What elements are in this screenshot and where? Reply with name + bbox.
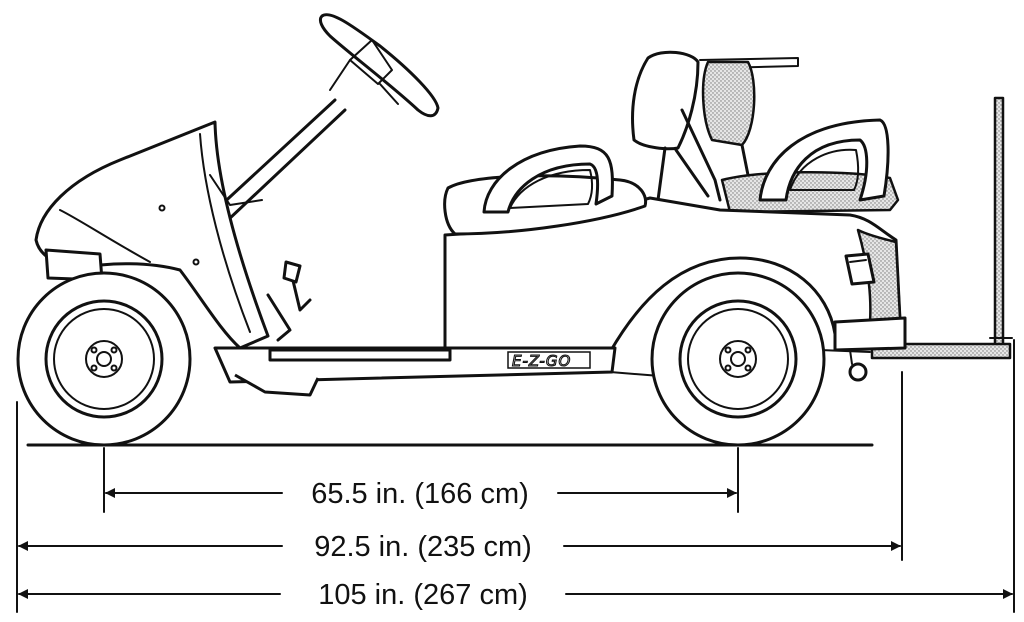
ezgo-logo-text: E-Z-GO: [512, 352, 571, 370]
dimension-label-overall-length: 92.5 in. (235 cm): [314, 531, 532, 563]
front-seat-cushion: [443, 144, 648, 236]
dimension-overall-length: 92.5 in. (235 cm): [18, 531, 901, 563]
dimension-wheelbase: 65.5 in. (166 cm): [105, 478, 737, 510]
dimension-lines: 65.5 in. (166 cm) 92.5 in. (235 cm) 105 …: [16, 339, 1015, 613]
front-seat-backrest: [631, 50, 722, 202]
cart-body: E-Z-GO: [213, 196, 907, 397]
dimension-label-wheelbase: 65.5 in. (166 cm): [311, 478, 529, 510]
dimension-label-length-with-rack: 105 in. (267 cm): [318, 579, 528, 611]
ezgo-logo: E-Z-GO: [507, 351, 591, 371]
rear-wheel: [650, 271, 826, 447]
front-cowl: [34, 120, 270, 350]
front-wheel: [16, 271, 192, 447]
dimension-length-with-rack: 105 in. (267 cm): [18, 579, 1013, 611]
golf-cart-illustration: E-Z-GO: [16, 13, 1013, 447]
rear-seat: [699, 57, 900, 214]
